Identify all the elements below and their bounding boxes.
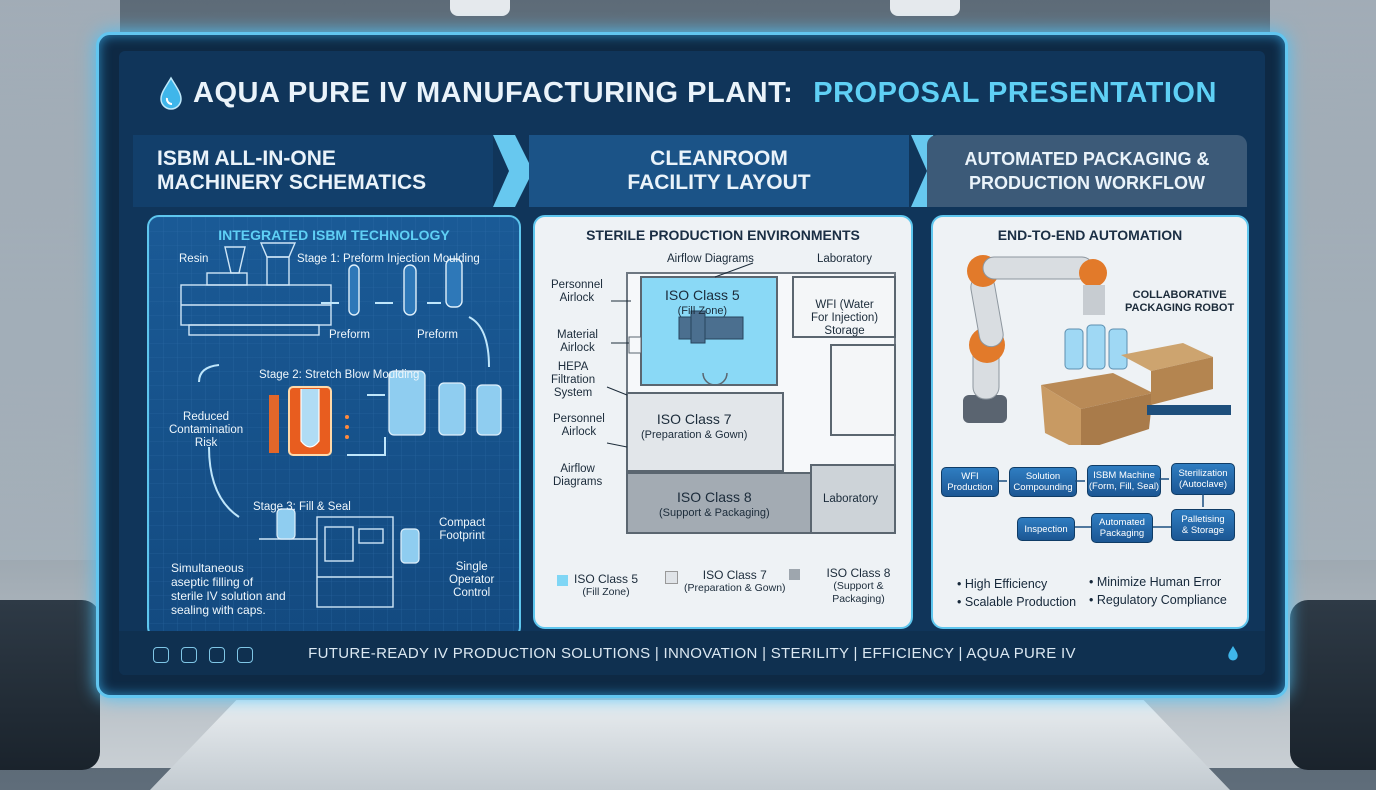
cardboard-box-icon [1041,343,1213,445]
automation-card: END-TO-END AUTOMATION [931,215,1249,629]
building-icon [153,647,169,663]
heading-line: ISBM ALL-IN-ONE [157,147,336,170]
floor-plan [606,262,896,534]
footer-icons [153,647,253,663]
label-iso7: ISO Class 7(Preparation & Gown) [641,411,748,441]
panel-automation: AUTOMATED PACKAGING & PRODUCTION WORKFLO… [927,135,1257,629]
flow-step-sterilization: Sterilization(Autoclave) [1171,463,1235,495]
display-monitor: AQUA PURE IV MANUFACTURING PLANT: PROPOS… [96,32,1288,698]
panel-cleanroom-subheading: STERILE PRODUCTION ENVIRONMENTS [586,227,860,243]
label-airflow-diagrams: Airflow Diagrams [667,253,754,265]
preform-icon [348,258,463,316]
water-drop-icon [160,76,182,110]
flow-arrows [198,302,490,518]
legend-iso5: ISO Class 5(Fill Zone) [557,573,638,599]
water-drop-icon [1228,645,1238,661]
presentation-slide: AQUA PURE IV MANUFACTURING PLANT: PROPOS… [119,51,1265,675]
slide-title: AQUA PURE IV MANUFACTURING PLANT: PROPOS… [159,63,1217,123]
label-iso5: ISO Class 5(Fill Zone) [665,287,740,317]
ceiling-light [890,0,960,16]
legend-swatch [557,575,568,586]
injection-moulder-icon [180,242,332,336]
chevron-arrow-icon [493,135,533,207]
heading-line: MACHINERY SCHEMATICS [157,171,427,194]
gear-icon [209,647,225,663]
slide-footer: FUTURE-READY IV PRODUCTION SOLUTIONS | I… [119,631,1265,675]
legend-iso8: ISO Class 8(Support & Packaging) [789,567,911,606]
panel-cleanroom-heading: CLEANROOM FACILITY LAYOUT [529,135,909,207]
robot-arm-icon [963,255,1107,423]
flow-step-isbm: ISBM Machine(Form, Fill, Seal) [1087,465,1161,497]
iv-bag-icon [1064,324,1128,370]
label-laboratory: Laboratory [823,493,878,505]
pallet-icon [1147,405,1231,415]
people-icon [181,647,197,663]
panel-isbm-heading: ISBM ALL-IN-ONE MACHINERY SCHEMATICS [133,135,493,207]
chair [1290,600,1376,770]
panel-cleanroom: CLEANROOM FACILITY LAYOUT STERILE PRODUC… [529,135,951,629]
label-preform: Preform [329,329,370,341]
robot-illustration [963,255,1231,445]
filling-machine-icon [678,310,744,344]
label-stage2: Stage 2: Stretch Blow Moulding [259,369,420,381]
label-resin: Resin [179,253,209,265]
benefit-item: • Scalable Production [957,595,1077,609]
legend-iso7: ISO Class 7(Preparation & Gown) [665,569,786,595]
chair [0,600,100,770]
heading-line: CLEANROOM [650,147,788,170]
footer-tagline: FUTURE-READY IV PRODUCTION SOLUTIONS | I… [308,644,1076,662]
flow-step-inspection: Inspection [1017,517,1075,541]
heading-line: PRODUCTION WORKFLOW [969,173,1205,193]
benefit-item: • Regulatory Compliance [1089,593,1227,607]
label-preform: Preform [417,329,458,341]
heading-line: AUTOMATED PACKAGING & [964,149,1210,169]
legend-swatch [665,571,678,584]
fill-seal-machine-icon [259,516,394,608]
blow-mould-icon [269,386,349,456]
iso7-zone [626,392,784,472]
panel-automation-heading: AUTOMATED PACKAGING & PRODUCTION WORKFLO… [927,135,1247,207]
isbm-blueprint-card: INTEGRATED ISBM TECHNOLOGY Resin Stage 1… [147,215,521,639]
label-laboratory: Laboratory [817,253,872,265]
iv-bag-icon [388,370,502,436]
label-iso8: ISO Class 8(Support & Packaging) [659,489,770,519]
label-stage1: Stage 1: Preform Injection Moulding [297,253,480,265]
benefit-item: • High Efficiency [957,577,1048,591]
label-stage3: Stage 3: Fill & Seal [253,501,351,513]
panel-isbm: ISBM ALL-IN-ONE MACHINERY SCHEMATICS [133,135,533,639]
workflow-arrows [997,478,1204,528]
conference-table [150,700,1230,790]
benefit-item: • Minimize Human Error [1089,575,1222,589]
title-highlight: PROPOSAL PRESENTATION [813,76,1217,109]
cleanroom-layout-card: STERILE PRODUCTION ENVIRONMENTS Airflow … [533,215,913,629]
legend-swatch [789,569,800,580]
heading-line: FACILITY LAYOUT [627,171,811,194]
blueprint-grid [149,217,519,637]
chart-icon [237,647,253,663]
ceiling-light [450,0,510,16]
iv-bag-icon [276,508,420,564]
panel-automation-subheading: END-TO-END AUTOMATION [997,227,1183,243]
iso8-zone [626,472,812,534]
title-main: AQUA PURE IV MANUFACTURING PLANT: [193,76,794,109]
panel-isbm-subheading: INTEGRATED ISBM TECHNOLOGY [218,227,450,243]
flow-step-palletising: Palletising& Storage [1171,509,1235,541]
